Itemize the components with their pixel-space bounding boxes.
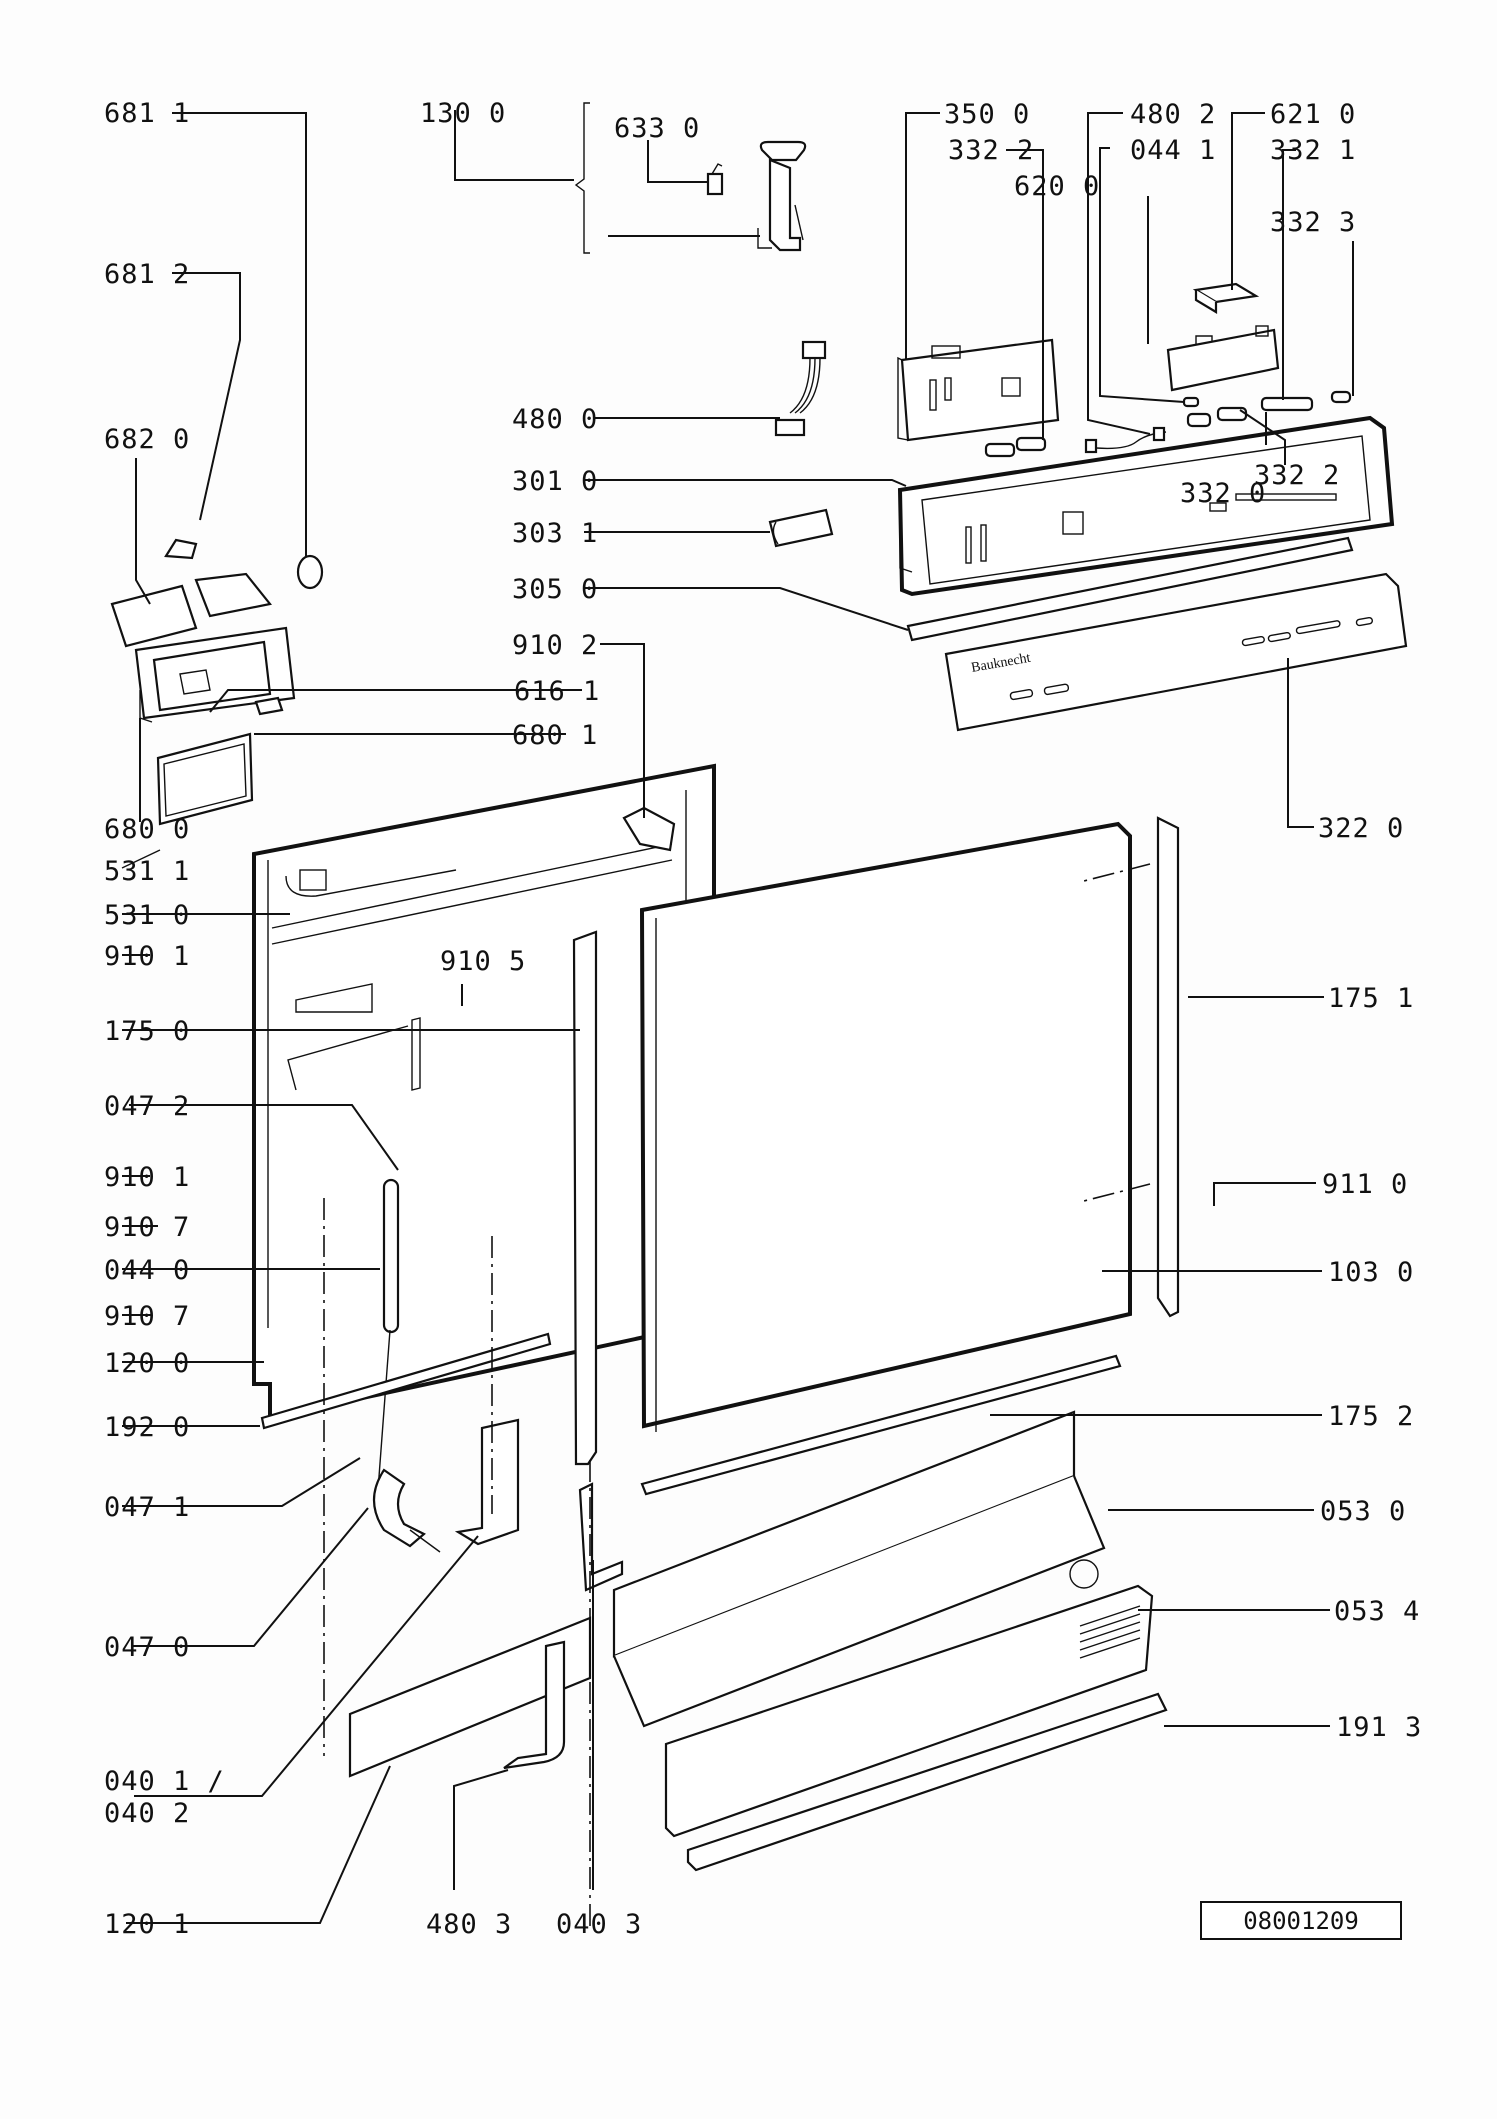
part-681-2-flap [164,538,198,560]
label-332-3: 332 3 [1270,207,1356,238]
label-620-0: 620 0 [1014,171,1100,202]
part-175-1-side-strip [1156,816,1180,1318]
reference-number: 08001209 [1243,1907,1359,1935]
label-332-2-top: 332 2 [948,135,1034,166]
part-681-1-seal [296,554,324,590]
label-911-0: 911 0 [1322,1169,1408,1200]
label-192-0: 192 0 [104,1412,190,1443]
part-044-0-spring [377,1178,400,1491]
label-681-2: 681 2 [104,259,190,290]
part-044-1-connector [1182,396,1200,408]
label-910-1-b: 910 1 [104,1162,190,1193]
reference-number-box: 08001209 [1200,1901,1402,1940]
label-130-0: 130 0 [420,98,506,129]
label-910-7-b: 910 7 [104,1301,190,1332]
label-322-0: 322 0 [1318,813,1404,844]
part-175-2-bottom-strip [640,1354,1122,1496]
label-175-1: 175 1 [1328,983,1414,1014]
label-175-2: 175 2 [1328,1401,1414,1432]
label-040-1: 040 1 / [104,1766,225,1797]
label-633-0: 633 0 [614,113,700,144]
label-332-1: 332 1 [1270,135,1356,166]
label-682-0: 682 0 [104,424,190,455]
label-350-0: 350 0 [944,99,1030,130]
part-620-0-selector [1166,325,1280,392]
part-301-0-panel-housing [897,415,1395,597]
part-322-0-fascia: Bauknecht [944,572,1408,732]
part-door-rib [411,1017,421,1091]
label-680-1: 680 1 [512,720,598,751]
part-332-buttons-right [1186,390,1352,428]
leader-lines [121,102,1354,1924]
label-531-1: 531 1 [104,856,190,887]
label-301-0: 301 0 [512,466,598,497]
part-175-0-side-strip [572,930,598,1466]
label-053-0: 053 0 [1320,1496,1406,1527]
part-040-3-bracket [578,1482,624,1592]
part-303-1-cover [768,508,834,548]
label-910-5: 910 5 [440,946,526,977]
label-616-1: 616 1 [514,676,600,707]
part-480-0-wiring [774,340,827,437]
label-120-0: 120 0 [104,1348,190,1379]
label-044-1: 044 1 [1130,135,1216,166]
label-175-0: 175 0 [104,1016,190,1047]
part-680-1-gasket [156,732,254,826]
part-040-bracket [454,1418,520,1546]
part-103-0-outer-door [639,821,1132,1432]
label-303-1: 303 1 [512,518,598,549]
label-191-3: 191 3 [1336,1712,1422,1743]
part-053-0-plinth [612,1410,1106,1728]
label-621-0: 621 0 [1270,99,1356,130]
part-350-0-control-board [897,338,1060,442]
part-682-0-dispenser [110,572,296,723]
part-305-0-trim-strip [906,536,1354,642]
label-681-1: 681 1 [104,98,190,129]
label-044-0: 044 0 [104,1255,190,1286]
part-621-0-module [1192,282,1260,314]
part-120-1-base-panel [348,1616,592,1778]
axis-line [1079,863,1151,1203]
label-047-2: 047 2 [104,1091,190,1122]
part-616-1-clip [254,696,284,716]
label-040-3: 040 3 [556,1909,642,1940]
part-191-3-trim [686,1692,1168,1872]
part-480-2-wire [1084,426,1167,454]
part-047-hinge-arm [373,1468,441,1553]
label-332-2-bottom: 332 2 [1254,460,1340,491]
label-480-0: 480 0 [512,404,598,435]
part-910-2-hinge [622,806,676,852]
label-910-2: 910 2 [512,630,598,661]
label-480-2: 480 2 [1130,99,1216,130]
part-130-0-lock [757,140,807,252]
label-305-0: 305 0 [512,574,598,605]
part-633-0-microswitch [706,163,724,196]
part-332-2-buttons-left [984,436,1047,458]
label-040-2: 040 2 [104,1798,190,1829]
label-480-3: 480 3 [426,1909,512,1940]
part-053-4-vent-panel [664,1584,1154,1838]
label-047-0: 047 0 [104,1632,190,1663]
part-192-0-rail [260,1332,552,1430]
label-053-4: 053 4 [1334,1596,1420,1627]
label-332-0: 332 0 [1180,478,1266,509]
label-047-1: 047 1 [104,1492,190,1523]
part-labels: 681 1 130 0 633 0 350 0 480 2 621 0 332 … [104,98,1422,1940]
label-531-0: 531 0 [104,900,190,931]
label-680-0: 680 0 [104,814,190,845]
label-120-1: 120 1 [104,1909,190,1940]
label-910-7-a: 910 7 [104,1212,190,1243]
label-103-0: 103 0 [1328,1257,1414,1288]
label-910-1-a: 910 1 [104,941,190,972]
